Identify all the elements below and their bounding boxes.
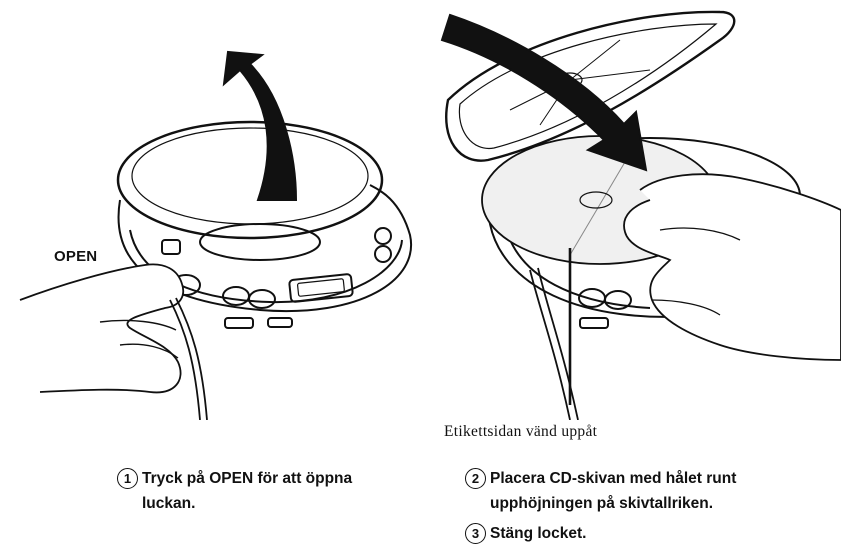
place-cd-illustration: [420, 0, 841, 420]
step-number-1: 1: [117, 468, 138, 489]
player-lid: [118, 122, 382, 238]
hand-right: [624, 174, 841, 360]
open-arrow: [224, 52, 296, 200]
open-lid-illustration: [0, 0, 420, 420]
step-3-instruction: 3 Stäng locket.: [465, 521, 790, 546]
open-callout-label: OPEN: [54, 248, 97, 265]
step-1-text: Tryck på OPEN för att öppna luckan.: [142, 466, 392, 516]
step-number-2: 2: [465, 468, 486, 489]
step-3-text: Stäng locket.: [490, 521, 790, 546]
step-2-instruction: 2 Placera CD-skivan med hålet runt upphö…: [465, 466, 800, 516]
step-2-text: Placera CD-skivan med hålet runt upphöjn…: [490, 466, 800, 516]
label-side-caption: Etikettsidan vänd uppåt: [444, 423, 597, 441]
step-1-instruction: 1 Tryck på OPEN för att öppna luckan.: [117, 466, 392, 516]
hand-left: [20, 264, 183, 392]
step-number-3: 3: [465, 523, 486, 544]
